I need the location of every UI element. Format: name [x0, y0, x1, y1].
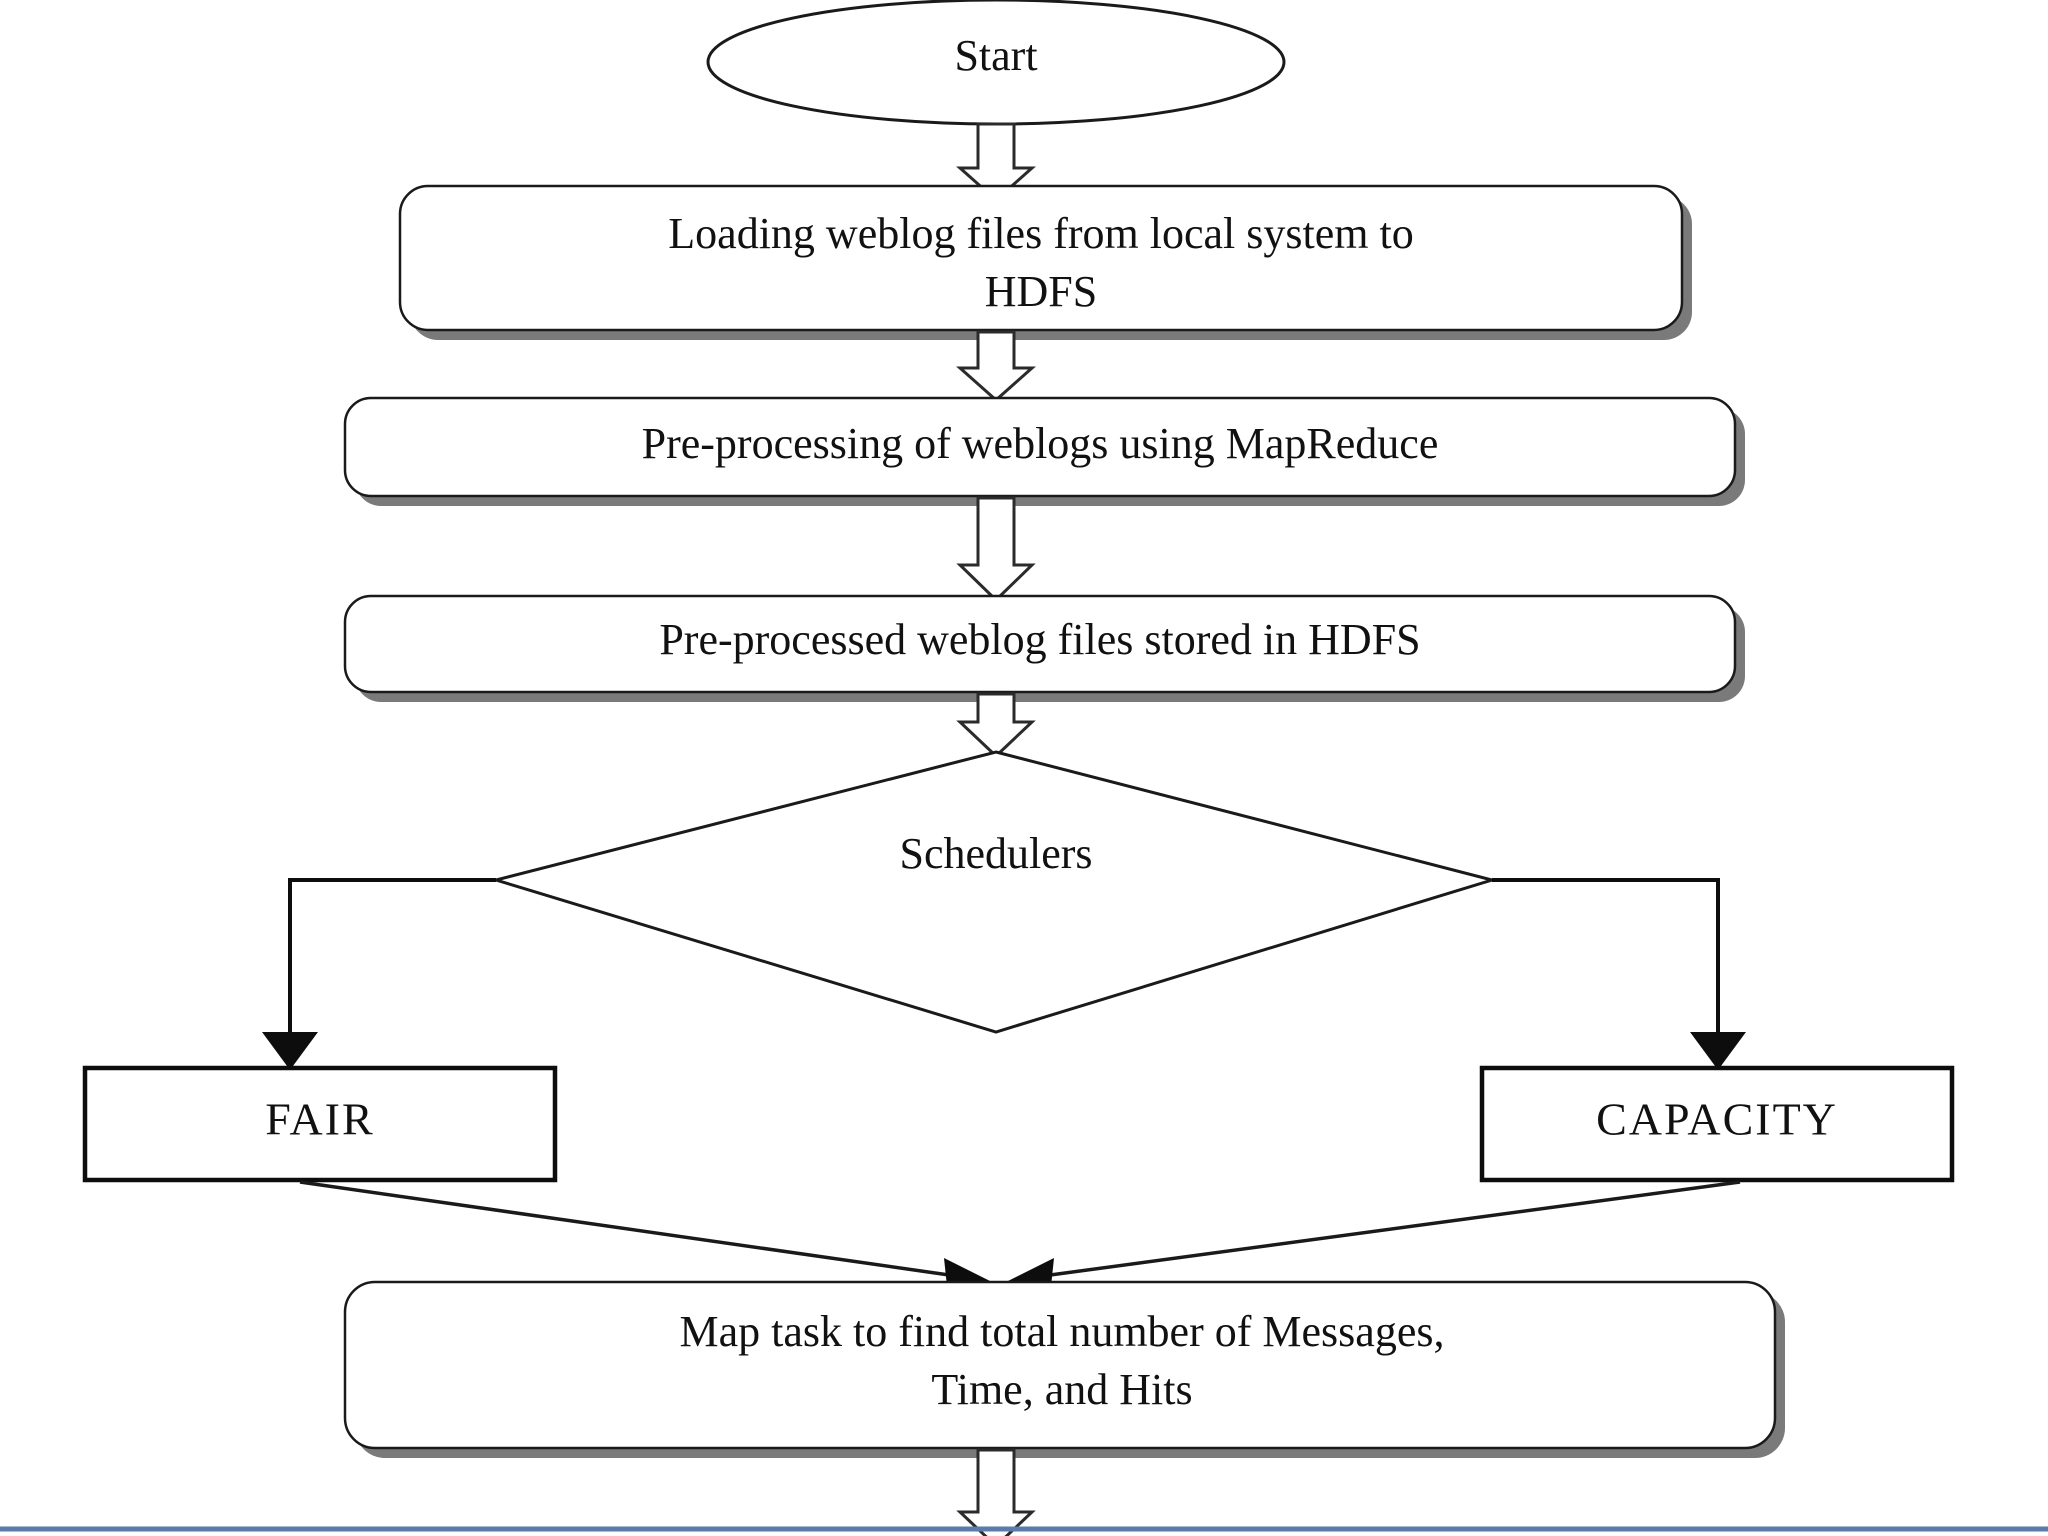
- node-capacity-scheduler: CAPACITY: [1479, 1065, 1955, 1183]
- node-capacity-label: CAPACITY: [1596, 1094, 1838, 1145]
- node-start-label: Start: [954, 31, 1037, 80]
- edge-preprocess-to-stored: [956, 496, 1036, 603]
- node-start: Start: [706, 0, 1286, 126]
- edge-schedulers-to-capacity: [1492, 878, 1746, 1070]
- node-preprocessed-stored-hdfs: Pre-processed weblog files stored in HDF…: [343, 594, 1745, 702]
- edge-start-to-load: [956, 122, 1036, 203]
- node-map-task: Map task to find total number of Message…: [343, 1280, 1785, 1458]
- node-fair-scheduler: FAIR: [82, 1065, 558, 1183]
- node-preprocessing-label: Pre-processing of weblogs using MapReduc…: [642, 419, 1439, 468]
- node-loading-line2: HDFS: [985, 267, 1098, 316]
- node-loading-line1: Loading weblog files from local system t…: [668, 209, 1413, 258]
- edge-schedulers-to-fair: [262, 878, 496, 1070]
- node-schedulers-decision: Schedulers: [490, 750, 1498, 1034]
- node-preprocessed-stored-label: Pre-processed weblog files stored in HDF…: [659, 615, 1420, 664]
- edge-capacity-to-maptask: [1006, 1180, 1741, 1296]
- node-map-task-line2: Time, and Hits: [931, 1365, 1192, 1414]
- node-schedulers-label: Schedulers: [899, 829, 1092, 878]
- edge-fair-to-maptask: [299, 1180, 992, 1296]
- node-loading-weblog-files: Loading weblog files from local system t…: [398, 184, 1692, 340]
- node-preprocessing-weblogs: Pre-processing of weblogs using MapReduc…: [343, 396, 1745, 506]
- node-fair-label: FAIR: [265, 1094, 374, 1145]
- node-map-task-line1: Map task to find total number of Message…: [680, 1307, 1445, 1356]
- edge-stored-to-schedulers: [956, 692, 1036, 759]
- edge-load-to-preprocess: [956, 330, 1036, 403]
- edge-maptask-to-next: [956, 1448, 1036, 1536]
